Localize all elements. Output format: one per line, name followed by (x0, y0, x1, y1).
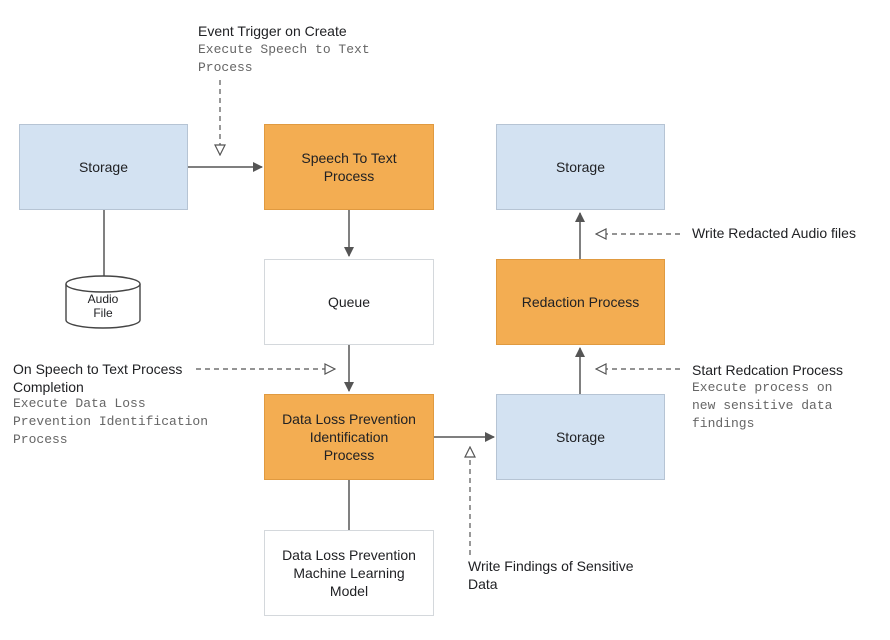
dlp-model-label: Data Loss Prevention Machine Learning Mo… (282, 547, 416, 599)
queue-node[interactable]: Queue (264, 259, 434, 345)
start-redaction-code: Execute process on new sensitive data fi… (692, 380, 833, 431)
storage-left-node[interactable]: Storage (19, 124, 188, 210)
redaction-process-node[interactable]: Redaction Process (496, 259, 665, 345)
event-trigger-code: Execute Speech to Text Process (198, 42, 370, 75)
dlp-identification-node[interactable]: Data Loss Prevention Identification Proc… (264, 394, 434, 480)
redaction-process-label: Redaction Process (521, 294, 640, 310)
write-redacted-title: Write Redacted Audio files (692, 225, 856, 241)
dlp-model-node[interactable]: Data Loss Prevention Machine Learning Mo… (264, 530, 434, 616)
audio-file-cylinder-icon (65, 275, 141, 329)
storage-redacted-node[interactable]: Storage (496, 124, 665, 210)
storage-left-label: Storage (78, 159, 129, 175)
dlp-identification-label: Data Loss Prevention Identification Proc… (282, 411, 416, 463)
speech-to-text-node[interactable]: Speech To Text Process (264, 124, 434, 210)
write-findings-title: Write Findings of Sensitive Data (468, 558, 634, 592)
storage-findings-label: Storage (555, 429, 606, 445)
queue-label: Queue (327, 294, 371, 310)
event-trigger-title: Event Trigger on Create (198, 23, 347, 39)
storage-findings-node[interactable]: Storage (496, 394, 665, 480)
storage-redacted-label: Storage (555, 159, 606, 175)
speech-to-text-label: Speech To Text Process (301, 150, 397, 184)
stt-completion-code: Execute Data Loss Prevention Identificat… (13, 396, 209, 447)
stt-completion-title: On Speech to Text Process Completion (13, 361, 183, 395)
start-redaction-title: Start Redcation Process (692, 362, 843, 378)
audio-file-label: Audio File (87, 292, 119, 320)
